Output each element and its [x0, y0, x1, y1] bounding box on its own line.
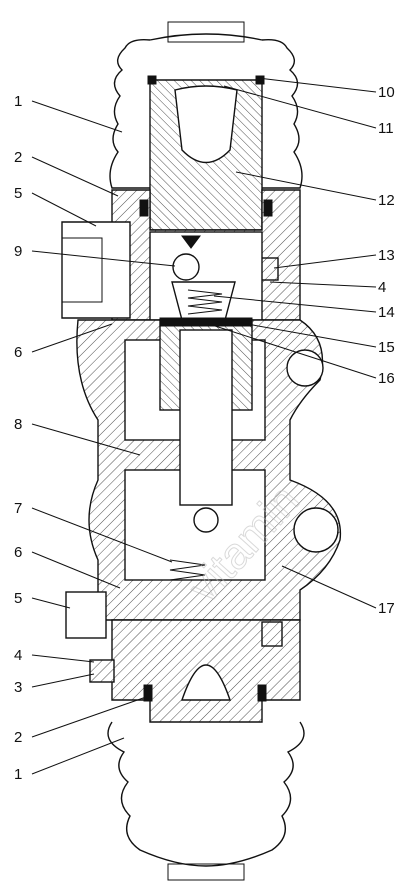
callout-13: 13	[378, 247, 395, 264]
callout-7: 7	[14, 500, 22, 517]
callout-2-upper: 2	[14, 149, 22, 166]
callout-10: 10	[378, 84, 395, 101]
callout-6-lower: 6	[14, 544, 22, 561]
callout-1-lower: 1	[14, 766, 22, 783]
callout-9: 9	[14, 243, 22, 260]
callout-16: 16	[378, 370, 395, 387]
central-stem	[159, 317, 253, 581]
callout-12: 12	[378, 192, 395, 209]
callout-4-upper: 4	[378, 279, 386, 296]
callout-2-lower: 2	[14, 729, 22, 746]
callout-6-upper: 6	[14, 344, 22, 361]
callout-1-upper: 1	[14, 93, 22, 110]
callout-4-lower: 4	[14, 647, 22, 664]
callout-11: 11	[378, 120, 394, 137]
callouts-left: 1 2 5 9 6 8 7 6 5 4 3 2 1	[14, 93, 22, 783]
upper-boot	[109, 21, 303, 189]
callout-5-upper: 5	[14, 185, 22, 202]
callout-5-lower: 5	[14, 590, 22, 607]
callout-3: 3	[14, 679, 22, 696]
callout-8: 8	[14, 416, 22, 433]
upper-plunger	[147, 75, 265, 231]
lower-plunger	[65, 591, 301, 723]
valve-seat-assembly	[149, 231, 263, 321]
callout-14: 14	[378, 304, 395, 321]
callouts-right: 10 11 12 13 4 14 15 16 17	[378, 84, 395, 617]
callout-17: 17	[378, 600, 395, 617]
leader-lines-right	[211, 77, 377, 609]
lower-boot	[107, 721, 305, 881]
callout-15: 15	[378, 339, 395, 356]
leader-lines-left	[31, 100, 176, 775]
